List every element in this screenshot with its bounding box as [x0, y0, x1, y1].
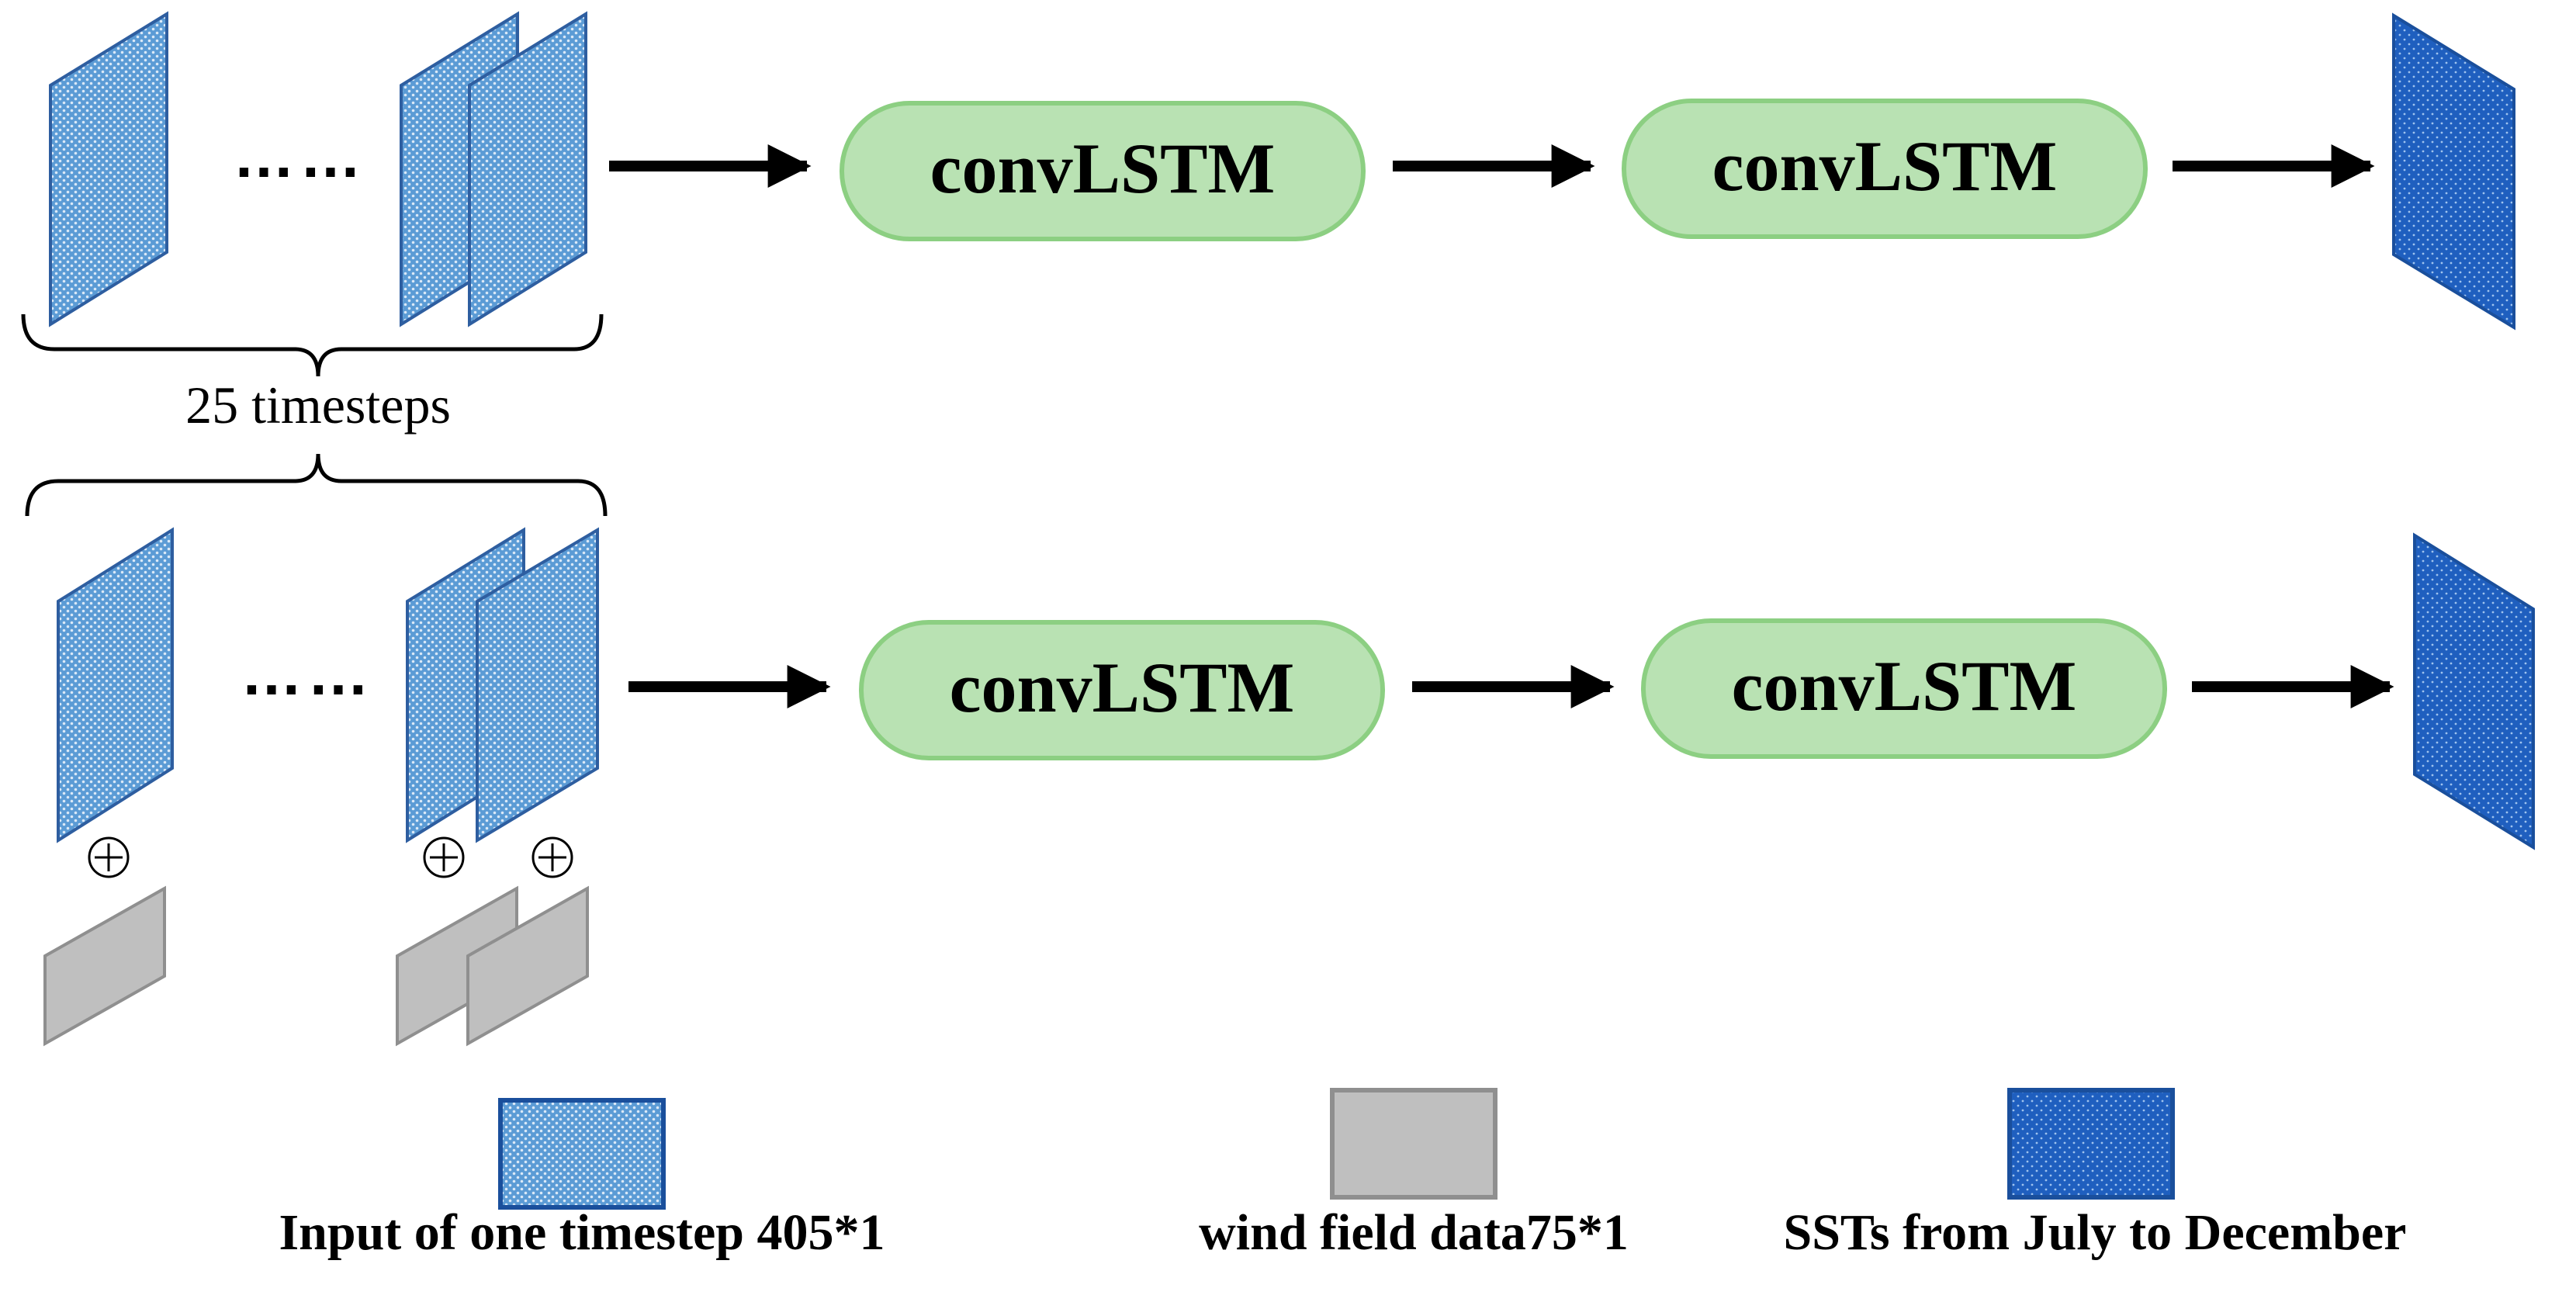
timesteps-brace-top: [21, 313, 604, 377]
legend: Input of one timestep 405*1 wind field d…: [279, 1088, 2407, 1261]
row-2: …… convLSTM c: [43, 527, 2535, 1047]
legend-label-sst: SSTs from July to December: [1784, 1204, 2407, 1261]
plus-symbol: [423, 836, 465, 878]
convlstm-box: convLSTM: [859, 620, 1385, 760]
row-1: …… convLSTM convLSTM: [21, 11, 2515, 377]
convlstm-label: convLSTM: [1712, 126, 2058, 206]
convlstm-box: convLSTM: [1622, 99, 2148, 239]
input-frame: [468, 11, 587, 327]
plus-symbol: [88, 836, 130, 878]
input-frame: [57, 527, 174, 843]
convlstm-label: convLSTM: [950, 648, 1295, 727]
wind-frame: [43, 885, 166, 1047]
legend-item-input: Input of one timestep 405*1: [279, 1098, 885, 1261]
legend-item-sst: SSTs from July to December: [1784, 1088, 2407, 1261]
input-frame: [49, 11, 168, 327]
ellipsis-dots: ……: [233, 121, 366, 190]
convlstm-label: convLSTM: [1732, 646, 2077, 725]
legend-label-wind: wind field data75*1: [1199, 1204, 1629, 1261]
input-frame: [476, 527, 599, 843]
plus-symbol: [531, 836, 573, 878]
legend-swatch-wind: [1330, 1088, 1497, 1200]
convlstm-box: convLSTM: [1641, 618, 2167, 759]
legend-item-wind: wind field data75*1: [1199, 1088, 1629, 1261]
convlstm-box: convLSTM: [840, 101, 1366, 241]
ellipsis-dots: ……: [241, 639, 374, 708]
legend-swatch-input: [498, 1098, 666, 1210]
legend-swatch-sst: [2007, 1088, 2175, 1200]
output-frame: [2413, 532, 2535, 850]
convlstm-label: convLSTM: [930, 129, 1276, 208]
output-frame: [2392, 12, 2515, 331]
wind-frame: [466, 885, 589, 1047]
timesteps-brace-bottom: [25, 453, 608, 517]
legend-label-input: Input of one timestep 405*1: [279, 1204, 885, 1261]
timesteps-label: 25 timesteps: [185, 376, 451, 435]
